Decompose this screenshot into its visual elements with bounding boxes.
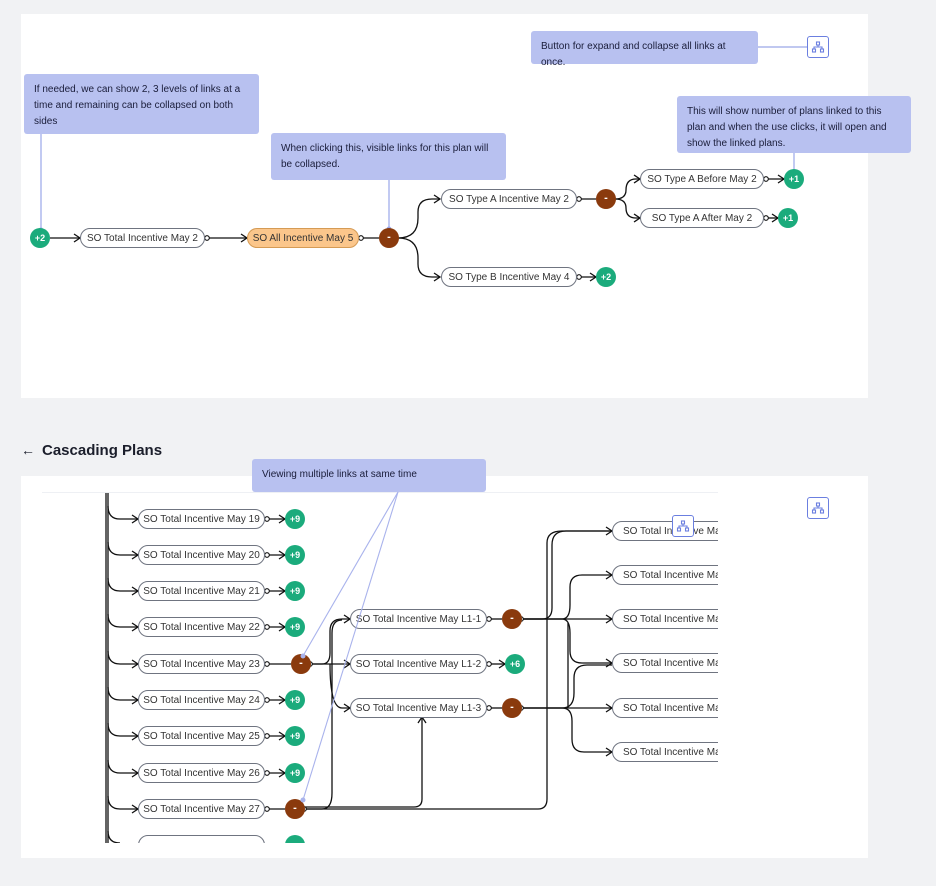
plan-node[interactable]: SO Type A Before May 2 [640,169,764,189]
link-count-badge[interactable]: +2 [596,267,616,287]
plan-node[interactable]: SO Total Incentive May [612,742,718,762]
expand-collapse-all-button[interactable] [807,36,829,58]
link-count-badge[interactable]: +2 [30,228,50,248]
plan-node[interactable]: SO Total Incentive May 25 [138,726,265,746]
plan-node[interactable]: SO Type A Incentive May 2 [441,189,577,209]
collapse-button[interactable]: - [379,228,399,248]
hierarchy-icon [676,520,690,532]
hierarchy-icon [811,502,825,514]
back-arrow-icon[interactable]: ← [21,442,35,458]
link-count-badge[interactable]: +1 [778,208,798,228]
page-title: Cascading Plans [42,442,163,459]
plan-node[interactable]: SO Total Incentive May 22 [138,617,265,637]
link-count-badge[interactable]: +9 [285,763,305,783]
plan-node[interactable]: SO Total Incentive May [612,565,718,585]
link-count-badge[interactable]: +9 [285,581,305,601]
plan-node[interactable]: SO Total Incentive May 2 [80,228,205,248]
tooltip-collapse: When clicking this, visible links for th… [271,133,506,180]
plan-node[interactable]: SO Total Incentive May L1-2 [350,654,487,674]
plan-node[interactable]: SO Total Incentive May 19 [138,509,265,529]
plan-node[interactable]: SO Total Incentive May [612,653,718,673]
collapse-button[interactable]: - [502,609,522,629]
link-count-badge[interactable]: +9 [285,617,305,637]
plan-node[interactable]: SO Total Incentive May [612,521,718,541]
collapse-button[interactable]: - [502,698,522,718]
plan-node[interactable]: SO Total Incentive May 20 [138,545,265,565]
plan-node[interactable]: SO Total Incentive May 23 [138,654,265,674]
plan-node-selected[interactable]: SO All Incentive May 5 [247,228,359,248]
plan-node[interactable]: SO Total Incentive May L1-3 [350,698,487,718]
link-count-badge[interactable]: +6 [505,654,525,674]
collapse-button[interactable]: - [291,654,311,674]
hierarchy-icon [811,41,825,53]
plan-node[interactable]: SO Total Incentive May 24 [138,690,265,710]
tooltip-levels: If needed, we can show 2, 3 levels of li… [24,74,259,134]
tooltip-expand-all: Button for expand and collapse all links… [531,31,758,68]
link-count-badge[interactable]: +9 [285,726,305,746]
plan-node[interactable]: SO Type A After May 2 [640,208,764,228]
tooltip-multiple-links: Viewing multiple links at same time [252,459,486,492]
cascade-canvas: SO Total Incentive May 19 SO Total Incen… [42,492,718,843]
link-count-badge[interactable]: +1 [784,169,804,189]
plan-node[interactable]: SO Total Incentive May 27 [138,799,265,819]
link-count-badge[interactable] [285,835,305,843]
plan-node[interactable] [138,835,265,843]
plan-node[interactable]: SO Total Incentive May 26 [138,763,265,783]
tooltip-count: This will show number of plans linked to… [677,96,911,153]
plan-node[interactable]: SO Total Incentive May [612,698,718,718]
expand-collapse-all-button[interactable] [807,497,829,519]
plan-node[interactable]: SO Total Incentive May 21 [138,581,265,601]
link-count-badge[interactable]: +9 [285,690,305,710]
plan-node[interactable]: SO Total Incentive May L1-1 [350,609,487,629]
link-count-badge[interactable]: +9 [285,509,305,529]
collapse-button[interactable]: - [596,189,616,209]
link-count-badge[interactable]: +9 [285,545,305,565]
plan-node[interactable]: SO Total Incentive May [612,609,718,629]
expand-collapse-all-button[interactable] [672,515,694,537]
plan-node[interactable]: SO Type B Incentive May 4 [441,267,577,287]
collapse-button[interactable]: - [285,799,305,819]
